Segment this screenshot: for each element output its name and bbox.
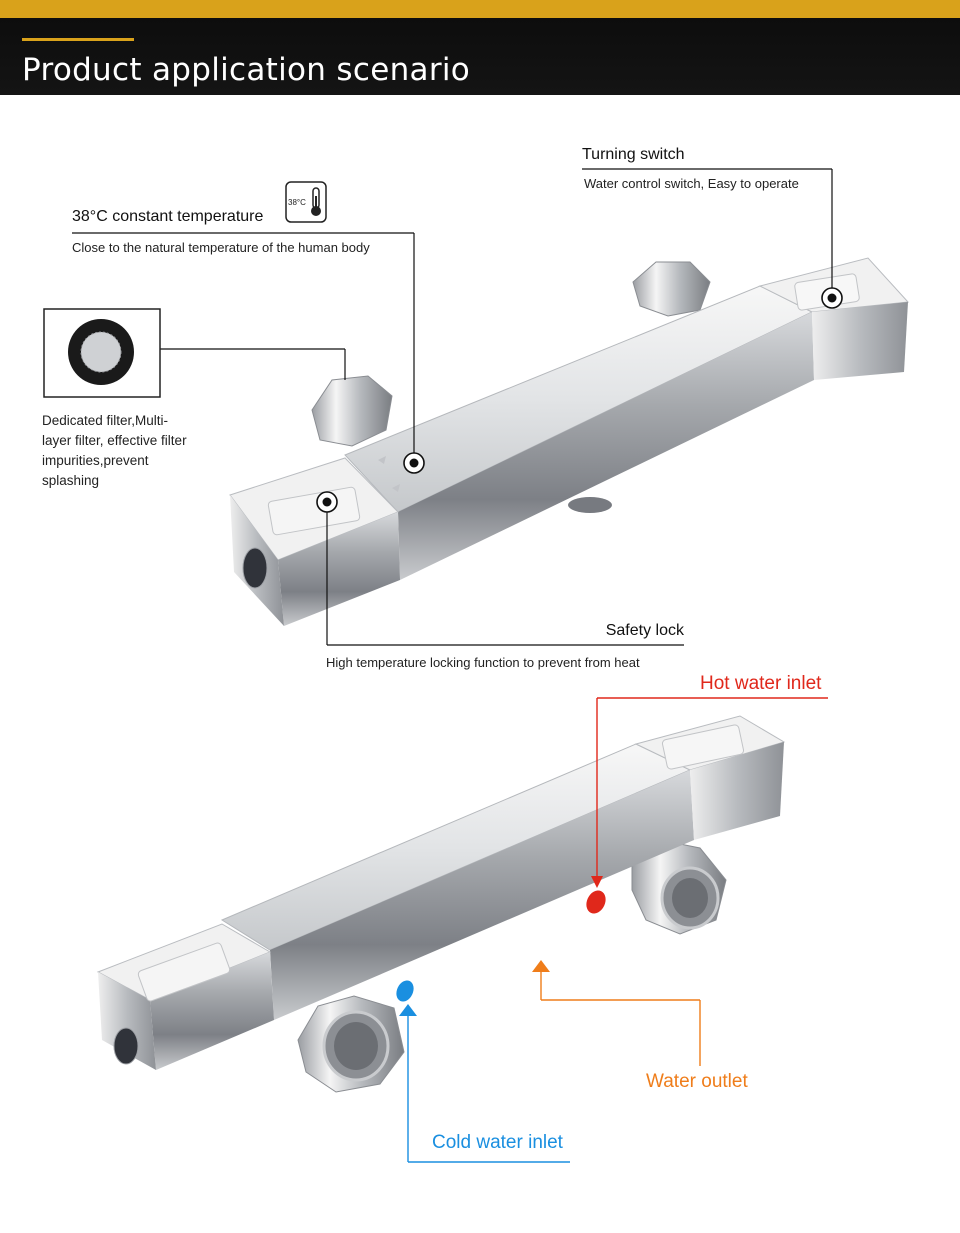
target-marker-icon (821, 287, 843, 309)
hot-water-inlet-label: Hot water inlet (700, 673, 822, 694)
water-outlet-label: Water outlet (646, 1071, 748, 1092)
filter-desc-line: splashing (42, 473, 100, 488)
arrow-up-icon (532, 960, 550, 972)
safety-lock-desc: High temperature locking function to pre… (326, 655, 640, 670)
header-accent-line (22, 38, 134, 41)
thermometer-icon (285, 181, 327, 223)
temperature-desc: Close to the natural temperature of the … (72, 240, 370, 255)
cold-dot (396, 980, 414, 1002)
target-marker-icon (403, 452, 425, 474)
filter-desc-line: impurities,prevent (42, 453, 149, 468)
filter-desc-line: Dedicated filter,Multi- (42, 413, 169, 428)
target-marker-icon (316, 491, 338, 513)
temperature-title: 38°C constant temperature (72, 208, 264, 225)
filter-desc-line: layer filter, effective filter (42, 433, 187, 448)
turning-switch-desc: Water control switch, Easy to operate (584, 176, 799, 191)
filter-screen-icon (68, 319, 134, 385)
safety-lock-title: Safety lock (605, 622, 684, 639)
header-bar: Product application scenario (0, 18, 960, 95)
cold-water-inlet-label: Cold water inlet (432, 1132, 563, 1153)
turning-switch-title: Turning switch (582, 146, 685, 163)
filter-desc: Dedicated filter,Multi- layer filter, ef… (42, 411, 187, 491)
hot-dot (586, 890, 606, 914)
page-title: Product application scenario (22, 52, 471, 88)
arrow-down-icon (591, 876, 603, 888)
arrow-up-icon (399, 1004, 417, 1016)
header-gold-band (0, 0, 960, 18)
thermometer-icon-text: 38°C (288, 198, 306, 207)
